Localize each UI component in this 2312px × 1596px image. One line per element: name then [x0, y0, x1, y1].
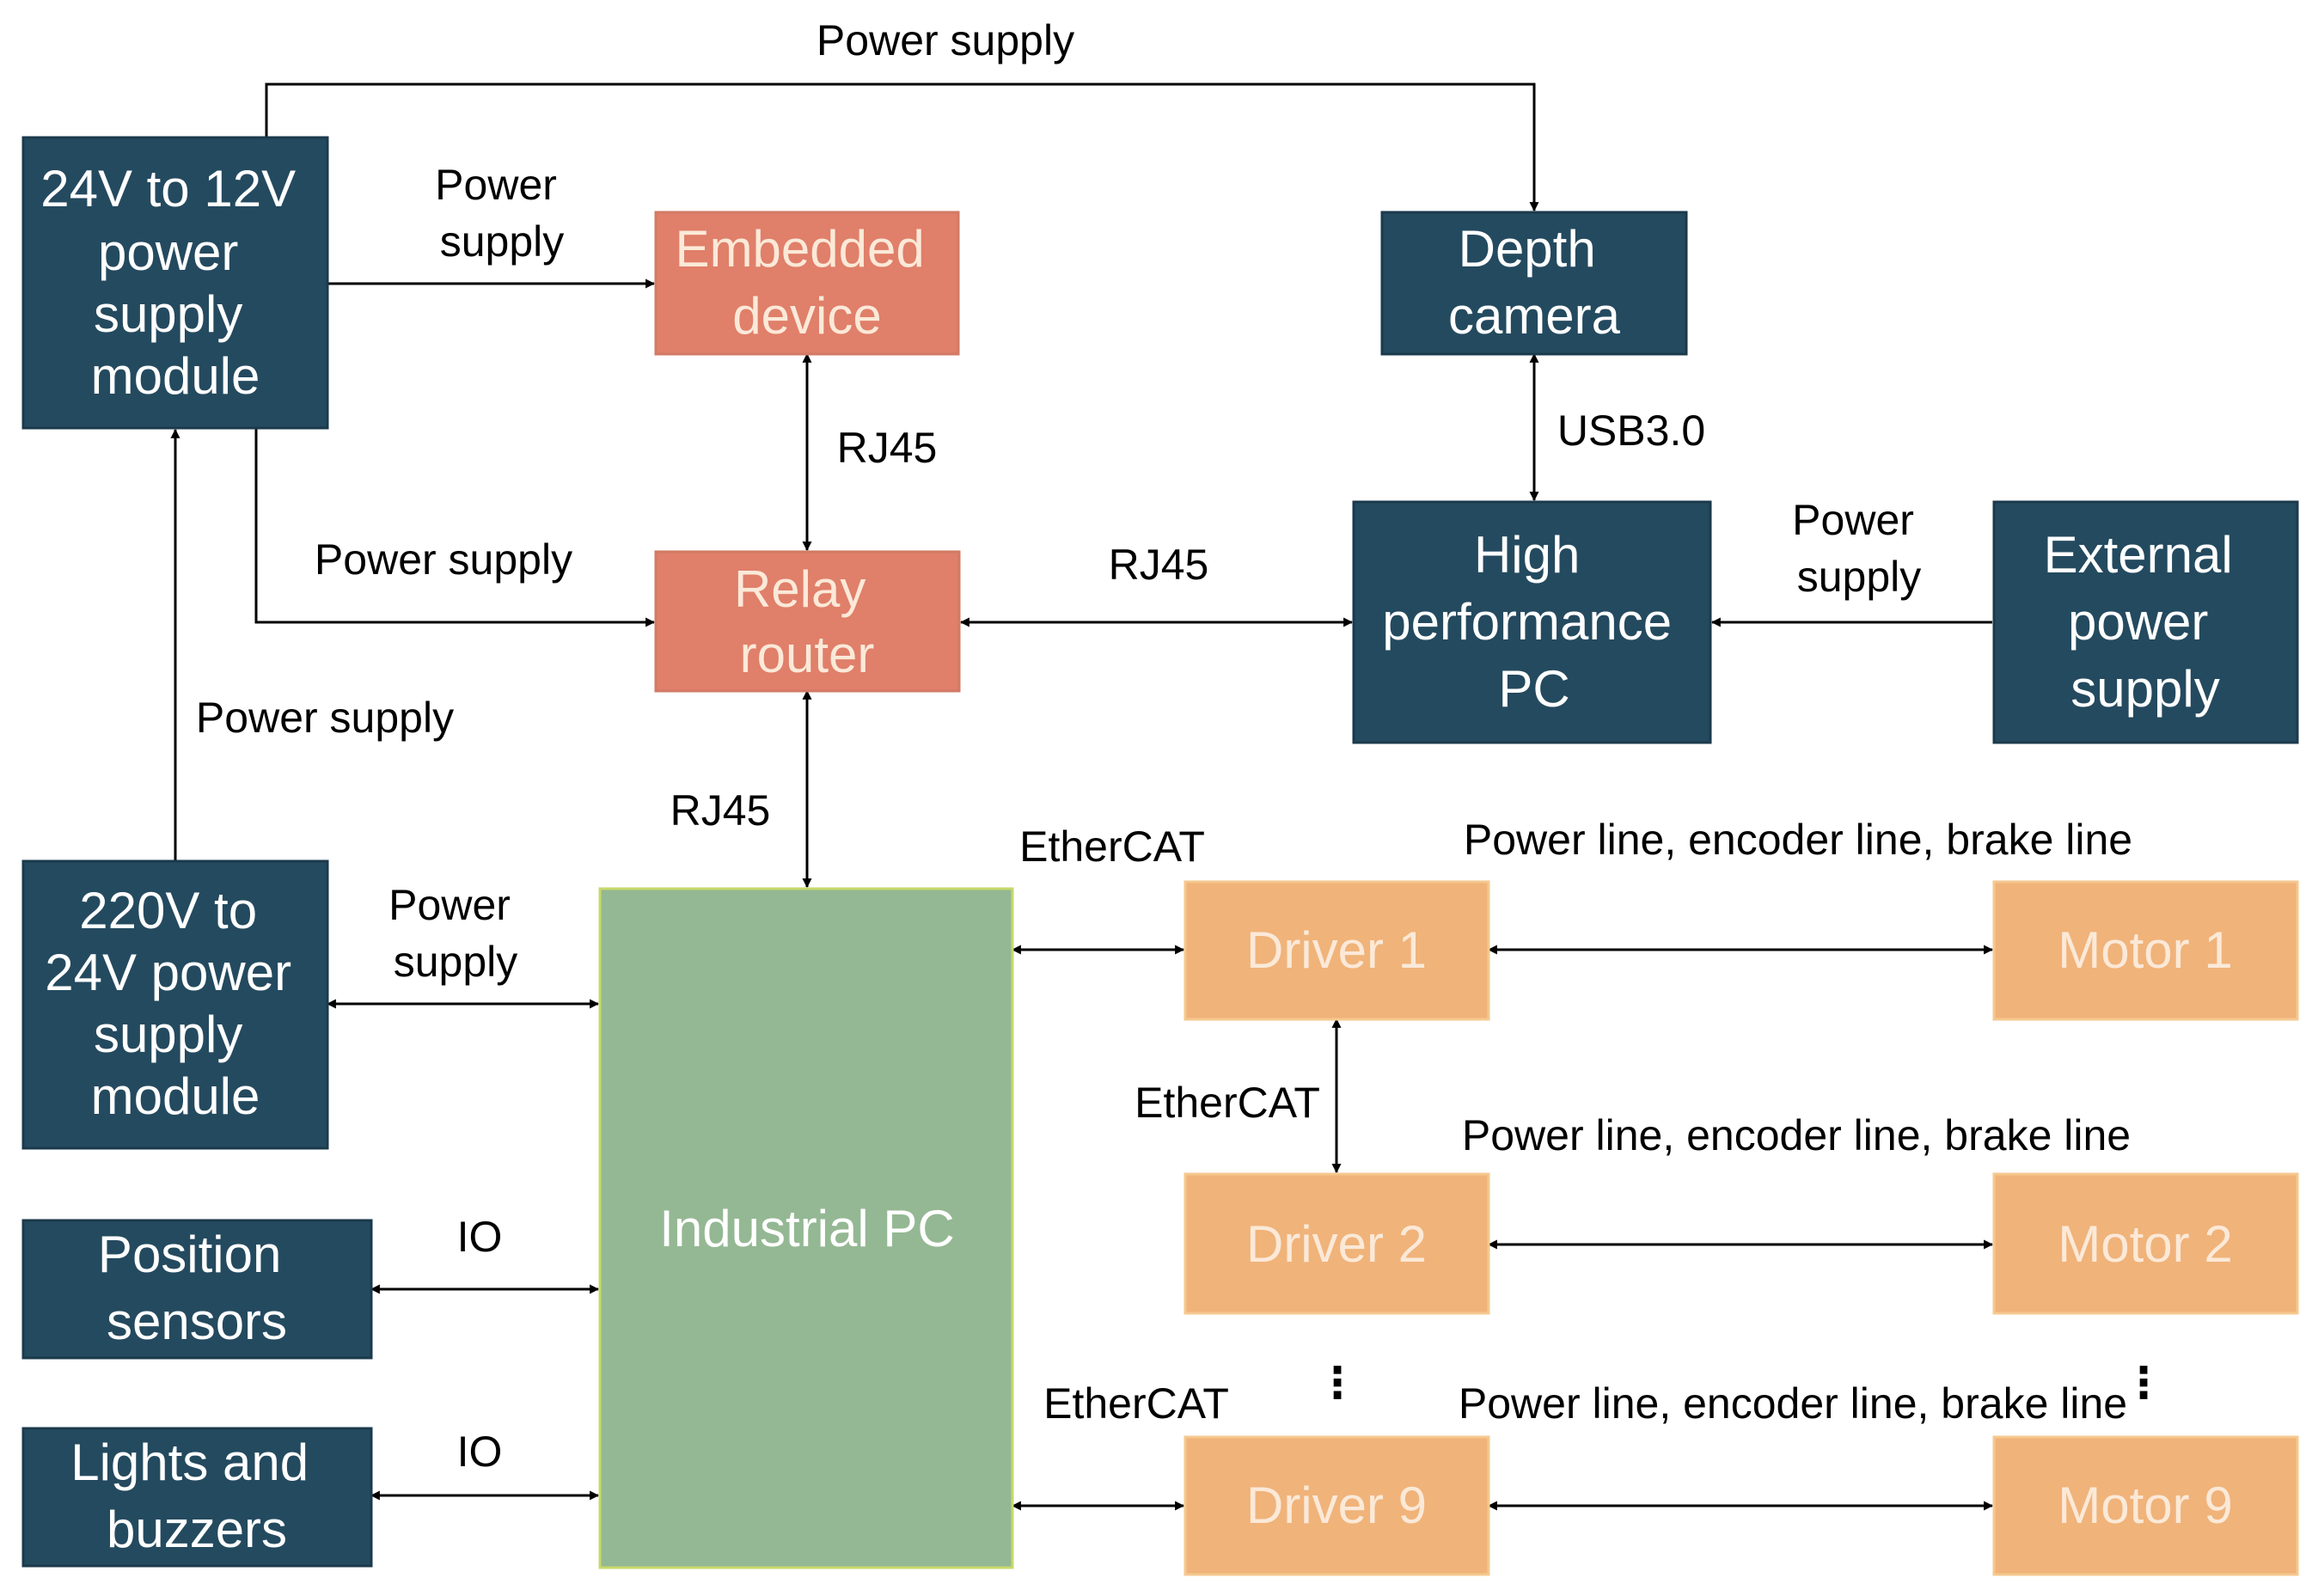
external-power-line-1: External: [2044, 526, 2233, 584]
node-lights-buzzers: Lights and buzzers: [21, 1427, 373, 1568]
label-top-power: Power supply: [817, 16, 1074, 64]
svg-text:Relay router: Relay router: [734, 560, 880, 683]
position-sensors-line-2: sensors: [107, 1293, 287, 1350]
psu-220-24-line-1: 220V to: [79, 882, 257, 939]
svg-text:Motor 1: Motor 1: [2058, 921, 2232, 979]
node-position-sensors: Position sensors: [21, 1219, 373, 1360]
label-sensors-ipc: IO: [457, 1213, 503, 1261]
motor-1-label: Motor 1: [2058, 921, 2232, 979]
label-ipc-driver9: EtherCAT: [1043, 1379, 1229, 1428]
motor-9-label: Motor 9: [2058, 1477, 2232, 1534]
node-motor-9: Motor 9: [1992, 1435, 2299, 1576]
node-motor-1: Motor 1: [1992, 880, 2299, 1021]
svg-text:Industrial PC: Industrial PC: [659, 1200, 954, 1257]
edge-psu-camera: [265, 83, 1539, 212]
high-perf-pc-line-1: High: [1474, 526, 1580, 584]
relay-router-line-1: Relay: [734, 560, 865, 618]
label-external-hppc: Power supply: [1792, 496, 1926, 601]
label-psu-to-router: Power supply: [315, 535, 572, 584]
external-power-line-2: power: [2068, 593, 2208, 651]
label-psu220-to-ipc: Power supply: [388, 881, 523, 986]
svg-text:External power sup: External power supply: [2044, 526, 2248, 718]
external-power-line-3: supply: [2070, 660, 2219, 718]
node-psu-220-24: 220V to 24V power supply module: [21, 859, 329, 1150]
ellipsis-motors: ⋮: [2122, 1359, 2165, 1407]
svg-text:Driver 2: Driver 2: [1246, 1215, 1427, 1273]
label-camera-hppc: USB3.0: [1557, 407, 1705, 455]
edge-psu-router: [254, 428, 656, 627]
label-psu220-to-psu12: Power supply: [196, 694, 454, 742]
svg-text:Motor 9: Motor 9: [2058, 1477, 2232, 1534]
driver-1-label: Driver 1: [1246, 921, 1427, 979]
psu-220-24-line-3: supply: [94, 1006, 242, 1063]
label-embedded-router: RJ45: [837, 424, 938, 472]
svg-text:Lights and buzzers: Lights and buzzers: [70, 1434, 323, 1558]
node-embedded-device: Embedded device: [654, 211, 960, 356]
driver-2-label: Driver 2: [1246, 1215, 1427, 1273]
high-perf-pc-line-3: PC: [1498, 660, 1569, 718]
label-driver9-motor9: Power line, encoder line, brake line: [1459, 1379, 2127, 1428]
label-psu-to-embedded: Power supply: [435, 161, 569, 266]
label-router-hppc: RJ45: [1109, 541, 1209, 589]
ellipsis-drivers: ⋮: [1316, 1359, 1359, 1407]
motor-2-label: Motor 2: [2058, 1215, 2232, 1273]
node-driver-1: Driver 1: [1184, 880, 1490, 1021]
embedded-device-line-2: device: [732, 287, 881, 345]
label-driver1-driver2: EtherCAT: [1135, 1079, 1320, 1127]
label-ipc-driver1: EtherCAT: [1019, 822, 1205, 871]
node-external-power-supply: External power supply: [1992, 500, 2299, 744]
svg-text:High performance P: High performance PC: [1382, 526, 1686, 718]
psu-24-12-line-1: 24V to 12V: [40, 160, 296, 217]
embedded-device-line-1: Embedded: [676, 220, 925, 278]
svg-text:Position sensors: Position sensors: [98, 1226, 296, 1350]
high-perf-pc-line-2: performance: [1382, 593, 1672, 651]
node-driver-2: Driver 2: [1184, 1172, 1490, 1315]
relay-router-line-2: router: [740, 626, 875, 683]
psu-24-12-line-2: power: [98, 223, 238, 281]
psu-24-12-line-4: module: [91, 347, 260, 405]
svg-text:220V to 24V power: 220V to 24V power supply module: [45, 882, 306, 1125]
node-psu-24-12: 24V to 12V power supply module: [21, 136, 329, 430]
node-relay-router: Relay router: [654, 550, 961, 693]
lights-buzzers-line-1: Lights and: [70, 1434, 309, 1491]
label-driver1-motor1: Power line, encoder line, brake line: [1464, 816, 2132, 864]
psu-24-12-line-3: supply: [94, 285, 242, 343]
svg-text:Motor 2: Motor 2: [2058, 1215, 2232, 1273]
psu-220-24-line-2: 24V power: [45, 944, 291, 1001]
svg-text:Driver 1: Driver 1: [1246, 921, 1427, 979]
label-lights-ipc: IO: [457, 1428, 503, 1476]
svg-text:Embedded device: Embedded device: [676, 220, 939, 345]
depth-camera-line-1: Depth: [1459, 220, 1596, 278]
node-industrial-pc: Industrial PC: [598, 887, 1014, 1569]
industrial-pc-label: Industrial PC: [659, 1200, 954, 1257]
lights-buzzers-line-2: buzzers: [107, 1501, 287, 1558]
node-depth-camera: Depth camera: [1380, 211, 1688, 356]
svg-text:Driver 9: Driver 9: [1246, 1477, 1427, 1534]
svg-text:24V to 12V power s: 24V to 12V power supply module: [40, 160, 310, 405]
depth-camera-line-2: camera: [1448, 287, 1621, 345]
driver-9-label: Driver 9: [1246, 1477, 1427, 1534]
position-sensors-line-1: Position: [98, 1226, 281, 1283]
psu-220-24-line-4: module: [91, 1067, 260, 1125]
node-motor-2: Motor 2: [1992, 1172, 2299, 1315]
svg-text:Depth camera: Depth camera: [1448, 220, 1621, 345]
node-driver-9: Driver 9: [1184, 1435, 1490, 1576]
label-router-ipc: RJ45: [670, 786, 771, 835]
label-driver2-motor2: Power line, encoder line, brake line: [1462, 1111, 2131, 1159]
node-high-performance-pc: High performance PC: [1352, 500, 1712, 744]
